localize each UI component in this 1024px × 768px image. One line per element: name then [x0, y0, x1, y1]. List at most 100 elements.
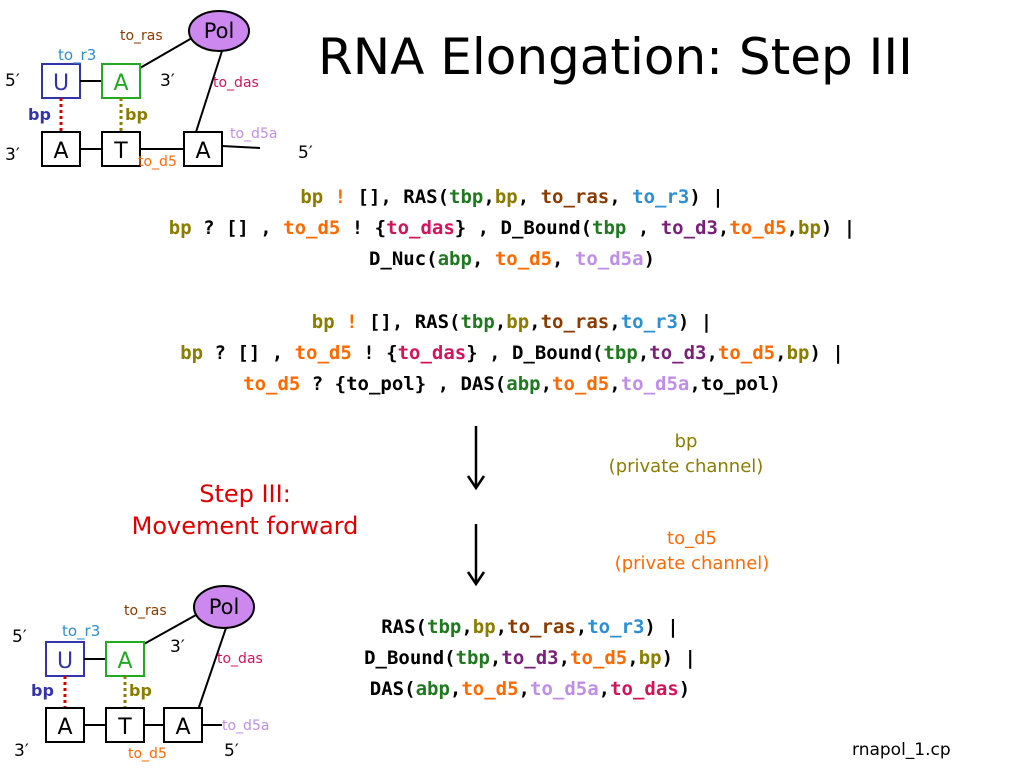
code-token: to_d3 [649, 342, 707, 364]
code-token: to_r3 [620, 311, 678, 333]
code-token: to_d3 [501, 647, 559, 669]
five-prime-bottom: 5′ [298, 143, 313, 163]
code-line: DAS(abp,to_d5,to_d5a,to_das) [270, 674, 790, 705]
code-token: , [706, 342, 718, 364]
slide-title: RNA Elongation: Step III [318, 28, 913, 86]
code-token: , [609, 373, 621, 395]
bp-left-label: bp [31, 681, 54, 700]
code-token: to_d5 [283, 217, 341, 239]
code-token: , [449, 678, 462, 700]
code-token: , [461, 616, 473, 638]
code-token: to_d5 [729, 217, 787, 239]
code-line: bp ! [], RAS(tbp,bp,to_ras,to_r3) | [0, 307, 1024, 338]
note-bp-title: bp [674, 431, 698, 452]
code-token: to_d5 [294, 342, 352, 364]
code-token: , [575, 616, 588, 638]
reaction-arrows [466, 426, 486, 587]
rna-u-label: U [53, 71, 69, 96]
code-token: tbp [460, 311, 495, 333]
code-token: abp [437, 248, 472, 270]
three-prime-bottom: 3′ [14, 741, 29, 761]
code-token: ? [] , [191, 217, 284, 239]
to-ras-edge [139, 37, 193, 69]
code-line: RAS(tbp,bp,to_ras,to_r3) | [270, 612, 790, 643]
code-token: ) [643, 248, 656, 270]
three-prime-bottom: 3′ [5, 145, 20, 165]
code-token: to_r3 [587, 616, 645, 638]
code-token: to_r3 [632, 186, 690, 208]
code-line: to_d5 ? {to_pol} , DAS(abp,to_d5,to_d5a,… [0, 369, 1024, 400]
dna-a2-label: A [175, 715, 190, 740]
code-token: to_d5 [243, 373, 301, 395]
code-token: [], RAS( [357, 186, 450, 208]
rna-a-box [105, 641, 145, 677]
dna-t-label: T [113, 139, 128, 164]
dna-t-box [105, 707, 145, 743]
code-token: , [495, 616, 508, 638]
code-token: to_d5 [717, 342, 776, 364]
five-prime-top: 5′ [12, 627, 27, 647]
code-token: , [598, 678, 611, 700]
code-token: , [489, 647, 502, 669]
note-bp-sub: (private channel) [608, 456, 764, 477]
five-prime-bottom: 5′ [224, 741, 239, 761]
code-token: tbp [449, 186, 484, 208]
code-token: , [517, 186, 541, 208]
pol-label: Pol [209, 595, 240, 619]
to-ras-edge [143, 614, 197, 645]
code-token: ? [] , [203, 342, 295, 364]
code-token: to_d5a [574, 248, 644, 270]
code-token: ) | [644, 616, 679, 638]
diagram-bottom: Pol to_ras to_das U A to_r3 5′ 3′ bp bp … [12, 585, 269, 762]
rna-a-label: A [117, 649, 132, 674]
code-token: D_Bound( [364, 647, 456, 669]
code-token: , [786, 217, 799, 239]
note-bp: bp (private channel) [586, 429, 786, 479]
code-token: to_d5a [620, 373, 690, 395]
code-token: bp [472, 616, 496, 638]
code-token: to_ras [507, 616, 576, 638]
to-das-label: to_das [213, 75, 259, 91]
code-token: ! { [351, 342, 398, 364]
dna-a2-box [183, 131, 223, 167]
code-token: to_d5 [461, 678, 519, 700]
code-token: to_das [610, 678, 679, 700]
code-token: to_d5a [530, 678, 599, 700]
rna-u-box [41, 63, 81, 99]
code-token: to_d5 [494, 248, 553, 270]
code-token: } , D_Bound( [454, 217, 593, 239]
code-token: bp [168, 217, 192, 239]
code-token: ! { [340, 217, 387, 239]
to-d5a-edge [221, 145, 261, 149]
code-token: , [637, 342, 650, 364]
note-to-d5-sub: (private channel) [614, 553, 770, 574]
rna-u-label: U [57, 649, 73, 674]
to-r3-label: to_r3 [62, 622, 100, 641]
code-token: tbp [455, 647, 490, 669]
code-token: ? {to_pol} , DAS( [300, 373, 507, 395]
code-token: ) | [820, 217, 856, 239]
dna-a2-label: A [195, 139, 210, 164]
to-ras-label: to_ras [124, 603, 167, 619]
step-caption: Step III: Movement forward [110, 478, 380, 542]
code-token: tbp [592, 217, 627, 239]
code-token: bp [798, 217, 821, 239]
code-token: , [558, 647, 571, 669]
arrow-1-head [466, 475, 486, 491]
to-d5-label: to_d5 [128, 746, 167, 762]
dna-a1-label: A [53, 139, 68, 164]
code-token: bp [506, 311, 530, 333]
arrow-2-head [466, 571, 486, 587]
code-token: ! [334, 311, 369, 333]
pol-label: Pol [204, 19, 235, 43]
code-line: bp ? [] , to_d5 ! {to_das} , D_Bound(tbp… [0, 338, 1024, 369]
code-token: , [609, 186, 633, 208]
code-token: to_das [397, 342, 467, 364]
to-r3-label: to_r3 [58, 46, 96, 65]
code-token: , [518, 678, 530, 700]
rna-a-label: A [113, 71, 128, 96]
code-token: ! [323, 186, 358, 208]
dna-t-box [101, 131, 141, 167]
code-token: , [552, 248, 575, 270]
code-token: ) | [809, 342, 844, 364]
